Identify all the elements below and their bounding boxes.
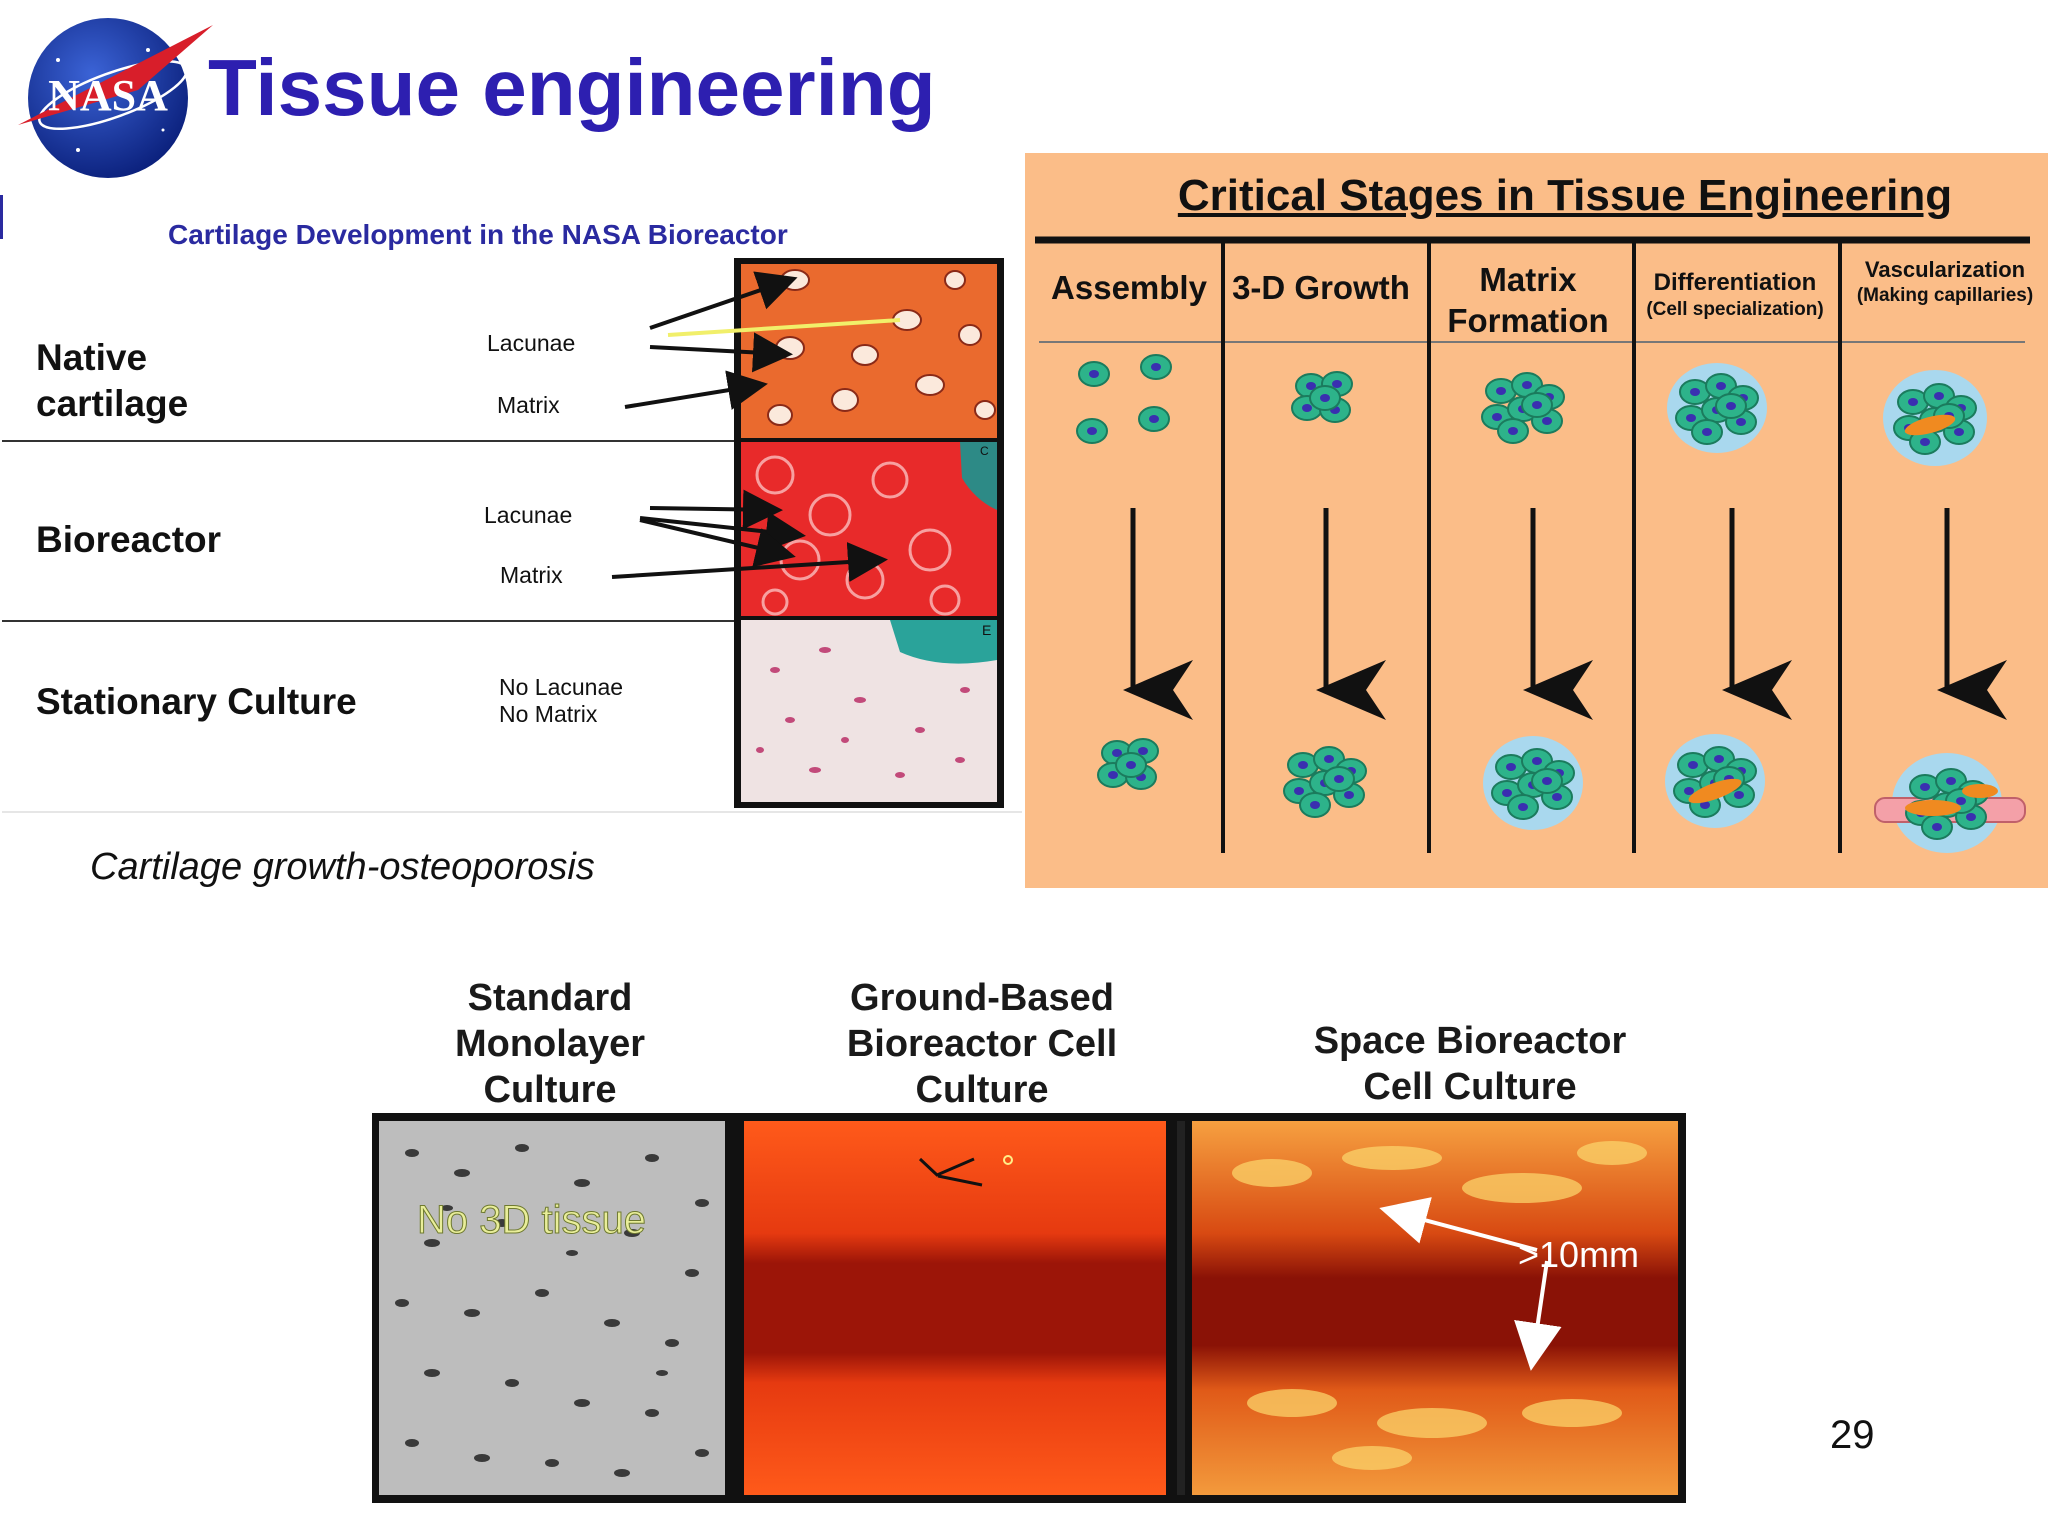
- cartilage-heading: Cartilage Development in the NASA Biorea…: [168, 219, 788, 250]
- stage-header-3d-growth: 3-D Growth: [1225, 267, 1417, 308]
- stage-header-line: Assembly: [1051, 269, 1207, 306]
- stage-header-line: Vascularization: [1864, 257, 2026, 282]
- stage-header-differentiation: Differentiation (Cell specialization): [1637, 268, 1833, 322]
- note-no-lacunae: No Lacunae: [499, 674, 624, 700]
- stages-title: Critical Stages in Tissue Engineering: [1177, 171, 1953, 220]
- critical-stages-panel: Critical Stages in Tissue Engineering As…: [1025, 153, 2048, 888]
- row-label-bioreactor: Bioreactor: [36, 519, 222, 560]
- culture-header-line: Ground-Based: [850, 977, 1114, 1019]
- stage-header-line: Matrix: [1479, 261, 1577, 298]
- size-annotation: >10mm: [1518, 1234, 1639, 1275]
- culture-image-strip: No 3D tissue >10mm: [372, 1113, 1686, 1503]
- stage-header-vascularization: Vascularization (Making capillaries): [1843, 256, 2047, 307]
- stage-header-subline: (Cell specialization): [1646, 299, 1824, 320]
- histology-image-stack: C E: [611, 258, 1004, 808]
- culture-header-space-bioreactor: Space Bioreactor Cell Culture: [1280, 1018, 1660, 1110]
- note-lacunae: Lacunae: [484, 502, 573, 528]
- culture-header-line: Bioreactor Cell: [846, 1023, 1118, 1065]
- stage-header-line: 3-D Growth: [1232, 269, 1410, 306]
- culture-header-line: Standard: [467, 977, 633, 1019]
- no-3d-tissue-label: No 3D tissue: [417, 1198, 646, 1242]
- culture-header-line: Cell Culture: [1363, 1066, 1577, 1108]
- svg-text:C: C: [980, 444, 989, 458]
- row-label-line: Native: [36, 337, 148, 378]
- stage-header-subline: (Making capillaries): [1856, 284, 2034, 306]
- nasa-logo: NASA: [18, 18, 213, 178]
- svg-text:NASA: NASA: [48, 71, 168, 120]
- stage-header-line: Differentiation: [1653, 269, 1817, 296]
- page-number: 29: [1830, 1413, 1875, 1457]
- row-label-native-cartilage: Native cartilage: [36, 335, 188, 427]
- note-lacunae: Lacunae: [487, 330, 576, 356]
- row-divider: [2, 440, 737, 442]
- row-label-line: cartilage: [36, 383, 189, 424]
- row-label-stationary-culture: Stationary Culture: [36, 681, 357, 722]
- row-divider: [2, 811, 1022, 813]
- svg-text:E: E: [982, 622, 991, 638]
- slide-title: Tissue engineering: [208, 43, 936, 132]
- culture-header-line: Space Bioreactor: [1313, 1020, 1627, 1062]
- stage-header-line: Formation: [1447, 302, 1609, 340]
- culture-header-line: Culture: [483, 1069, 617, 1111]
- culture-header-line: Monolayer: [454, 1023, 646, 1065]
- row-divider: [2, 620, 737, 622]
- culture-header-ground-based: Ground-Based Bioreactor Cell Culture: [812, 975, 1152, 1113]
- culture-header-line: Culture: [915, 1069, 1049, 1111]
- stage-header-assembly: Assembly: [1039, 267, 1219, 308]
- note-matrix: Matrix: [500, 562, 563, 588]
- note-no-matrix: No Matrix: [499, 701, 598, 727]
- note-matrix: Matrix: [497, 392, 560, 418]
- left-edge-mark: [0, 195, 3, 239]
- stage-header-matrix-formation: Matrix Formation: [1430, 259, 1626, 342]
- stages-diagram: [1035, 236, 2030, 853]
- culture-header-standard-monolayer: Standard Monolayer Culture: [420, 975, 680, 1113]
- cartilage-caption: Cartilage growth-osteoporosis: [90, 846, 595, 888]
